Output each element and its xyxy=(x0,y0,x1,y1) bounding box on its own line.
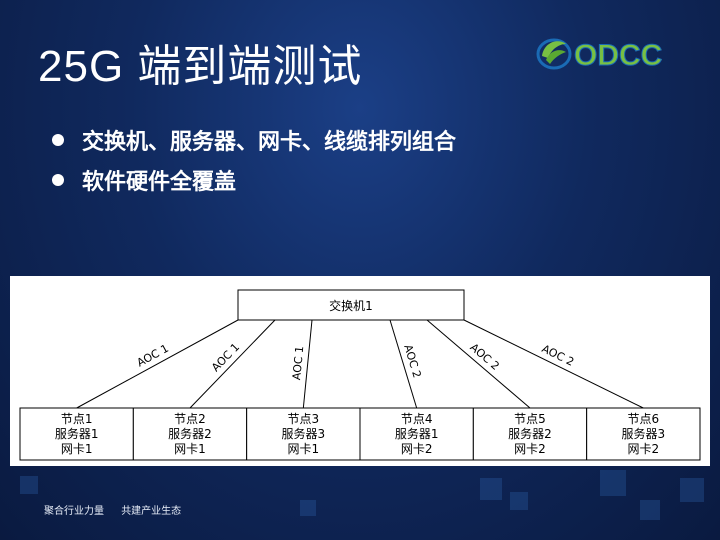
aoc-link-label: AOC 2 xyxy=(467,341,501,373)
node-nic: 网卡2 xyxy=(401,442,433,456)
node-box xyxy=(359,407,474,461)
aoc-link xyxy=(189,319,276,409)
aoc-link-label: AOC 1 xyxy=(290,345,306,380)
node-server: 服务器1 xyxy=(395,426,439,441)
node-name: 节点3 xyxy=(288,412,320,426)
leaf-icon xyxy=(536,38,572,70)
aoc-link xyxy=(76,319,239,409)
aoc-link-label: AOC 2 xyxy=(401,343,423,379)
switch-label: 交换机1 xyxy=(329,298,373,313)
node-box xyxy=(246,407,361,461)
node-name: 节点5 xyxy=(514,412,546,426)
bullet-text: 软件硬件全覆盖 xyxy=(82,170,237,195)
footer-text: 聚合行业力量 xyxy=(44,506,104,517)
bullet-dot-icon xyxy=(52,134,64,146)
node-nic: 网卡2 xyxy=(628,442,660,456)
node-nic: 网卡1 xyxy=(61,442,93,456)
node-name: 节点2 xyxy=(174,412,206,426)
node-server: 服务器1 xyxy=(55,426,99,441)
node-box xyxy=(132,407,248,461)
node-name: 节点6 xyxy=(628,412,660,426)
slide-title: 25G 端到端测试 xyxy=(38,42,363,91)
footer: 聚合行业力量 共建产业生态 xyxy=(44,502,195,517)
bullet-text: 交换机、服务器、网卡、线缆排列组合 xyxy=(82,130,457,155)
aoc-link xyxy=(463,319,644,409)
aoc-link-label: AOC 1 xyxy=(209,341,242,375)
node-server: 服务器3 xyxy=(622,426,666,441)
odcc-logo: ODCC xyxy=(536,38,663,73)
node-nic: 网卡1 xyxy=(174,442,206,456)
bullet-list: 交换机、服务器、网卡、线缆排列组合 软件硬件全覆盖 xyxy=(52,120,456,200)
aoc-link-label: AOC 1 xyxy=(135,342,171,370)
node-nic: 网卡2 xyxy=(514,442,546,456)
footer-text: 共建产业生态 xyxy=(121,506,182,517)
bullet-item: 交换机、服务器、网卡、线缆排列组合 xyxy=(52,120,456,160)
switch-box xyxy=(237,289,465,321)
aoc-link-label: AOC 2 xyxy=(540,342,576,369)
aoc-link xyxy=(426,319,531,409)
aoc-link xyxy=(389,319,418,409)
node-box xyxy=(586,407,701,461)
node-name: 节点4 xyxy=(401,412,433,426)
aoc-link xyxy=(302,319,313,409)
node-name: 节点1 xyxy=(61,412,93,426)
bullet-item: 软件硬件全覆盖 xyxy=(52,160,456,200)
node-nic: 网卡1 xyxy=(288,442,320,456)
logo-text: ODCC xyxy=(574,39,662,72)
node-server: 服务器2 xyxy=(168,426,212,441)
node-server: 服务器3 xyxy=(282,426,326,441)
bullet-dot-icon xyxy=(52,174,64,186)
node-server: 服务器2 xyxy=(508,426,552,441)
node-box xyxy=(19,407,134,461)
